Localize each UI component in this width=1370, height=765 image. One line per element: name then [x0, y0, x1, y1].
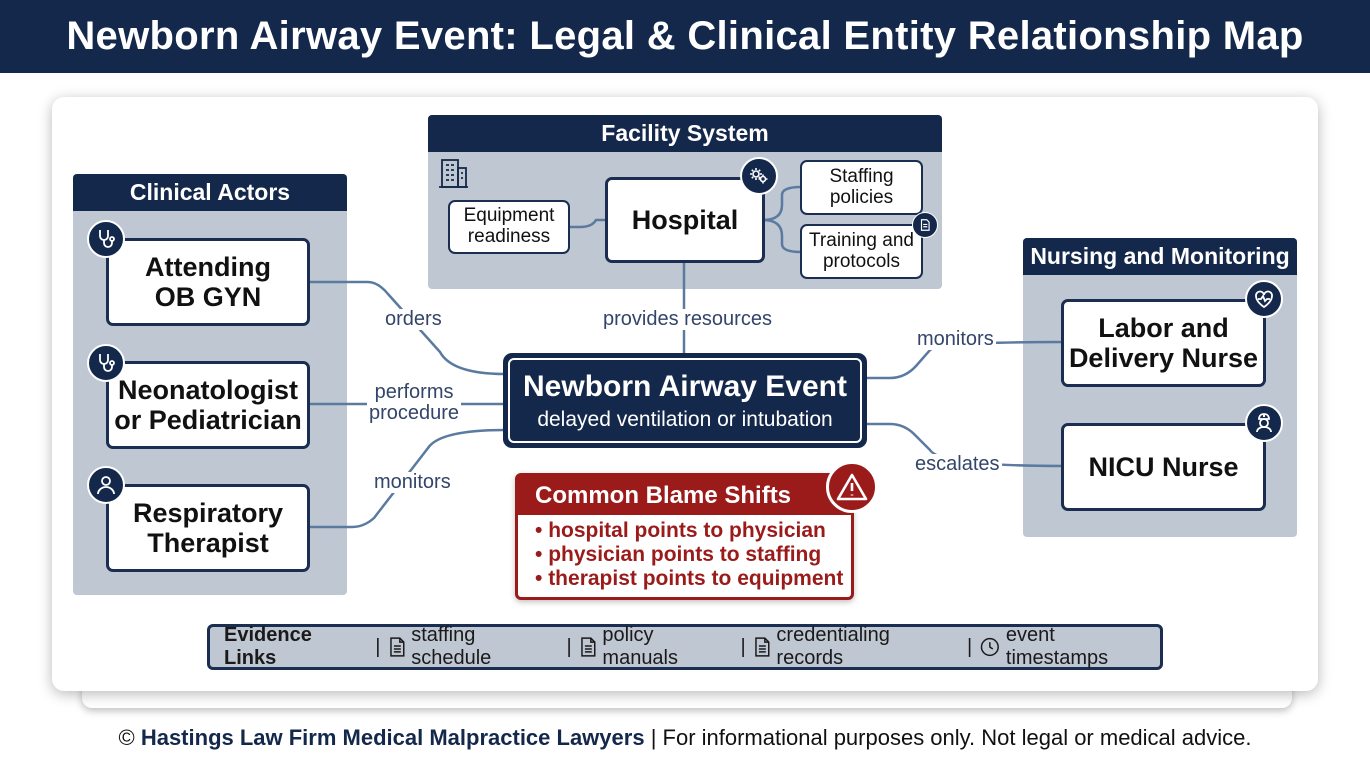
event-title: Newborn Airway Event [523, 369, 847, 403]
label-performs: performs procedure [367, 381, 462, 424]
evidence-event-timestamps[interactable]: event timestamps [980, 624, 1160, 670]
copyright-symbol: © [118, 725, 135, 750]
footer: © Hastings Law Firm Medical Malpractice … [0, 725, 1370, 751]
document-icon [580, 637, 596, 657]
document-icon [754, 637, 770, 657]
facility-panel-title: Facility System [428, 115, 942, 152]
label-provides: provides resources [601, 308, 774, 330]
hospital-node[interactable]: Hospital [605, 177, 765, 263]
warning-icon [826, 461, 878, 513]
event-node[interactable]: Newborn Airway Event delayed ventilation… [503, 353, 867, 448]
evidence-item-label: policy manuals [602, 624, 679, 669]
blame-item: hospital points to physician [535, 519, 851, 543]
firm-name: Hastings Law Firm Medical Malpractice La… [140, 725, 645, 750]
ld-nurse-node[interactable]: Labor and Delivery Nurse [1061, 299, 1266, 387]
equipment-node[interactable]: Equipment readiness [448, 200, 570, 254]
document-icon [912, 212, 938, 238]
blame-item: therapist points to equipment [535, 567, 851, 591]
evidence-item-label: staffing schedule [411, 624, 492, 669]
gears-icon [740, 157, 778, 195]
evidence-item-label: event timestamps [1005, 624, 1109, 669]
blame-title: Common Blame Shifts [518, 476, 851, 515]
therapist-node[interactable]: Respiratory Therapist [106, 484, 310, 572]
staffing-node[interactable]: Staffing policies [800, 160, 923, 215]
event-subtitle: delayed ventilation or intubation [537, 407, 833, 431]
stethoscope-icon [87, 220, 125, 258]
heartbeat-icon [1245, 280, 1283, 318]
disclaimer: | For informational purposes only. Not l… [650, 725, 1252, 750]
building-icon [436, 156, 470, 195]
person-icon [87, 466, 125, 504]
neonatologist-node[interactable]: Neonatologist or Pediatrician [106, 361, 310, 449]
evidence-item-label: credentialing records [776, 624, 890, 669]
attending-node[interactable]: Attending OB GYN [106, 238, 310, 326]
evidence-policy-manuals[interactable]: policy manuals [580, 624, 733, 670]
nicu-nurse-node[interactable]: NICU Nurse [1061, 423, 1266, 511]
blame-shifts-box: Common Blame Shifts hospital points to p… [515, 473, 854, 600]
document-icon [389, 637, 404, 657]
clock-icon [980, 637, 1000, 657]
label-escalates: escalates [913, 453, 1002, 475]
label-monitors-left: monitors [372, 471, 453, 493]
evidence-title: Evidence Links [224, 624, 312, 669]
stethoscope-icon [87, 344, 125, 382]
nursing-panel-title: Nursing and Monitoring [1023, 238, 1297, 275]
training-node[interactable]: Training and protocols [800, 224, 923, 279]
label-monitors-right: monitors [915, 328, 996, 350]
label-orders: orders [383, 308, 444, 330]
nurse-icon [1245, 404, 1283, 442]
header-bar: Newborn Airway Event: Legal & Clinical E… [0, 0, 1370, 73]
evidence-credentialing-records[interactable]: credentialing records [754, 624, 959, 670]
page-title: Newborn Airway Event: Legal & Clinical E… [66, 14, 1304, 58]
clinical-panel-title: Clinical Actors [73, 174, 347, 211]
evidence-links-bar: Evidence Links | staffing schedule | pol… [207, 624, 1163, 670]
evidence-staffing-schedule[interactable]: staffing schedule [389, 624, 559, 670]
blame-item: physician points to staffing [535, 543, 851, 567]
